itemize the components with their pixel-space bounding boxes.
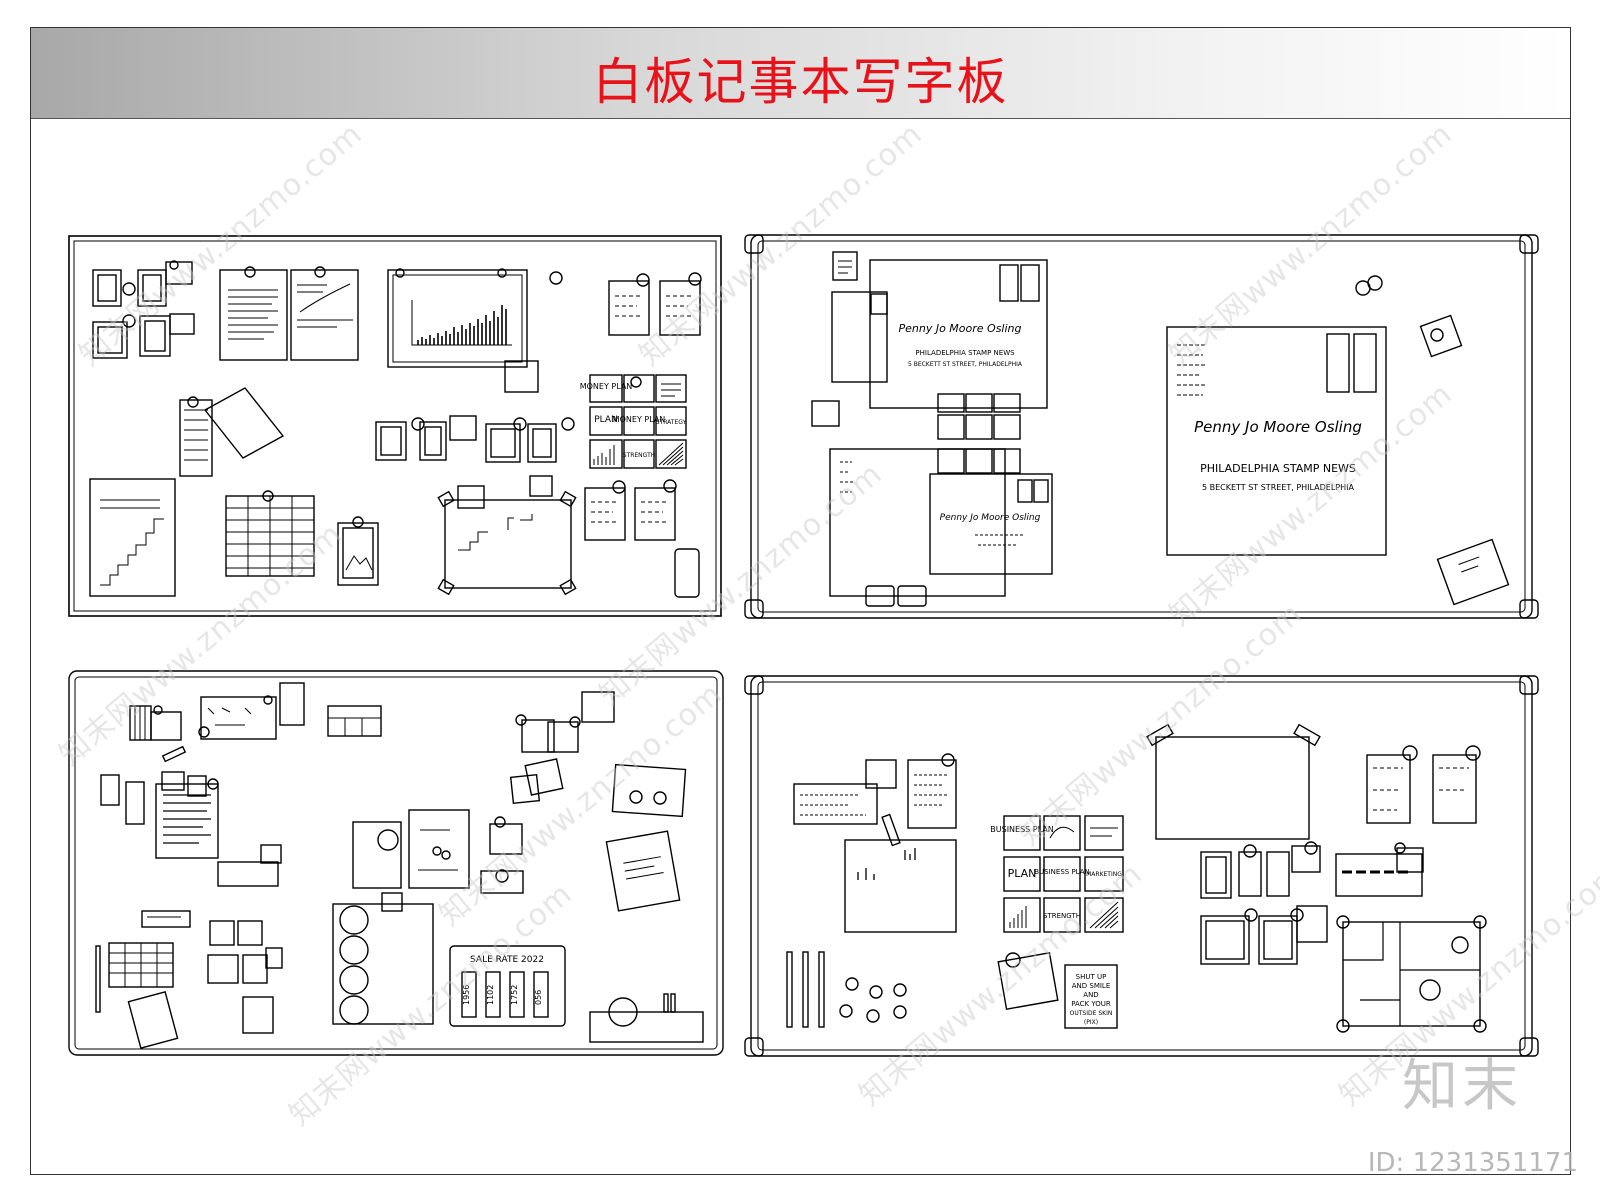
note-label: PLAN <box>594 415 618 425</box>
whiteboard-3: SALE RATE 2022 1956 1102 1752 056 <box>68 670 724 1056</box>
note-label: BUSINESS PLAN <box>990 825 1053 834</box>
note-label: MARKETING <box>1086 871 1122 878</box>
card-line: SHUT UP <box>1076 973 1107 981</box>
logo: 知末 <box>1402 1054 1522 1119</box>
card-line: PACK YOUR <box>1071 1000 1111 1008</box>
signature-large: Penny Jo Moore Osling <box>1194 418 1362 436</box>
title-bar: 白板记事本写字板 <box>31 28 1570 119</box>
note-label: STRATEGY <box>656 419 687 426</box>
note-label: MONEY PLAN <box>580 382 633 391</box>
note-label: STRENGTH <box>1043 912 1081 920</box>
note-label: MONEY PLAN <box>613 415 666 424</box>
note-label: STRENGTH <box>623 452 656 459</box>
note-label: BUSINESS PLAN <box>1034 868 1090 876</box>
signature-small: Penny Jo Moore Osling <box>898 322 1021 335</box>
bar-label: 056 <box>534 990 543 1005</box>
drawing-sheet: 白板记事本写字板 <box>30 27 1571 1175</box>
stamp-address-large: 5 BECKETT ST STREET, PHILADELPHIA <box>1202 483 1355 492</box>
card-line: AND SMILE <box>1072 982 1111 990</box>
stamp-address-small: 5 BECKETT ST STREET, PHILADELPHIA <box>908 361 1023 368</box>
page-title: 白板记事本写字板 <box>592 53 1009 111</box>
whiteboard-4: BUSINESS PLAN PLAN BUSINESS PLAN MARKETI… <box>744 675 1539 1057</box>
card-line: AND <box>1083 991 1098 999</box>
card-line: (PIX) <box>1084 1019 1098 1026</box>
signature-tiny: Penny Jo Moore Osling <box>940 513 1041 523</box>
whiteboard-1: MONEY PLAN PLAN MONEY PLAN STRATEGY STRE… <box>68 235 722 617</box>
id-label: ID: 1231351171 <box>1367 1148 1578 1178</box>
stamp-heading-small: PHILADELPHIA STAMP NEWS <box>915 349 1015 357</box>
sale-rate-title: SALE RATE 2022 <box>470 955 544 965</box>
note-label: PLAN <box>1008 867 1037 880</box>
card-line: OUTSIDE SKIN <box>1070 1010 1113 1017</box>
bar-label: 1956 <box>462 985 471 1005</box>
whiteboard-2: Penny Jo Moore Osling PHILADELPHIA STAMP… <box>744 234 1539 619</box>
bar-label: 1752 <box>510 985 519 1005</box>
bar-label: 1102 <box>486 985 495 1005</box>
stamp-heading-large: PHILADELPHIA STAMP NEWS <box>1200 462 1356 475</box>
